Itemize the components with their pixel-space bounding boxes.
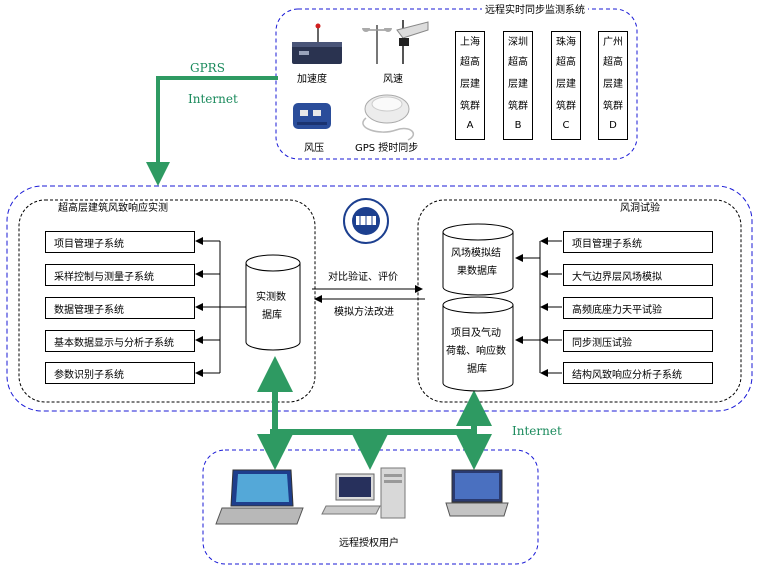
- wind-speed-label: 风速: [383, 74, 403, 85]
- building-line: 筑群: [603, 101, 623, 112]
- gps-antenna-icon: [362, 94, 414, 141]
- building-city: 上海: [460, 37, 480, 48]
- wind-subsystem-1: 项目管理子系统: [563, 231, 713, 253]
- gprs-link-arrow: [146, 76, 278, 186]
- building-line: 层建: [460, 79, 480, 90]
- building-line: 层建: [508, 79, 528, 90]
- wind-db-top-label-1: 风场模拟结: [451, 248, 501, 259]
- gps-label: GPS 授时同步: [355, 143, 419, 154]
- compare-top-label: 对比验证、评价: [328, 272, 398, 283]
- field-subsystem-5: 参数识别子系统: [45, 362, 195, 384]
- building-line: 超高: [460, 57, 480, 68]
- field-subsystem-2: 采样控制与测量子系统: [45, 264, 195, 286]
- wind-subsystem-5: 结构风致响应分析子系统: [563, 362, 713, 384]
- field-database-cylinder: [245, 254, 301, 351]
- wind-pressure-label: 风压: [304, 143, 324, 154]
- users-title: 远程授权用户: [339, 538, 399, 549]
- building-group-a: 上海 超高 层建 筑群 A: [455, 31, 485, 140]
- main-frame: [6, 185, 753, 412]
- gprs-label: GPRS: [190, 61, 225, 75]
- building-group-d: 广州 超高 层建 筑群 D: [598, 31, 628, 140]
- building-group-b: 深圳 超高 层建 筑群 B: [503, 31, 533, 140]
- building-code: C: [562, 120, 570, 131]
- internet-bottom-label: Internet: [512, 424, 562, 438]
- field-measurement-frame: [18, 199, 316, 403]
- wind-db-bottom-label-2: 荷载、响应数: [446, 346, 506, 357]
- building-line: 层建: [556, 79, 576, 90]
- university-logo-icon: [343, 198, 389, 244]
- accelerometer-icon: [292, 23, 342, 64]
- wind-tunnel-frame: [417, 199, 742, 403]
- field-database-label-2: 据库: [262, 310, 282, 321]
- building-city: 广州: [603, 37, 623, 48]
- internet-top-label: Internet: [188, 92, 238, 106]
- field-subsystem-1: 项目管理子系统: [45, 231, 195, 253]
- building-city: 珠海: [556, 37, 576, 48]
- users-frame: [202, 449, 539, 565]
- accel-label: 加速度: [297, 74, 327, 85]
- desktop-computer-icon: [321, 467, 406, 519]
- building-line: 超高: [603, 57, 623, 68]
- building-line: 筑群: [460, 101, 480, 112]
- field-subsystem-4: 基本数据显示与分析子系统: [45, 330, 195, 352]
- building-line: 层建: [603, 79, 623, 90]
- building-line: 超高: [508, 57, 528, 68]
- wind-db-bottom-label-3: 据库: [467, 364, 487, 375]
- building-line: 超高: [556, 57, 576, 68]
- building-group-c: 珠海 超高 层建 筑群 C: [551, 31, 581, 140]
- pressure-sensor-icon: [293, 103, 331, 129]
- field-measurement-title: 超高层建筑风致响应实测: [58, 203, 168, 214]
- building-code: D: [609, 120, 617, 131]
- field-database-label-1: 实测数: [256, 292, 286, 303]
- building-city: 深圳: [508, 37, 528, 48]
- wind-db-top-cylinder: [442, 223, 514, 296]
- building-code: B: [514, 120, 522, 131]
- field-subsystem-3: 数据管理子系统: [45, 297, 195, 319]
- building-line: 筑群: [556, 101, 576, 112]
- laptop-icon-2: [445, 469, 509, 517]
- remote-monitoring-frame: [275, 8, 638, 160]
- anemometer-icon: [362, 20, 429, 64]
- wind-subsystem-2: 大气边界层风场模拟: [563, 264, 713, 286]
- wind-subsystem-4: 同步测压试验: [563, 330, 713, 352]
- compare-bottom-label: 模拟方法改进: [334, 307, 394, 318]
- laptop-icon-1: [215, 469, 304, 525]
- remote-monitoring-title: 远程实时同步监测系统: [482, 5, 588, 17]
- building-line: 筑群: [508, 101, 528, 112]
- wind-subsystem-3: 高频底座力天平试验: [563, 297, 713, 319]
- building-code: A: [466, 120, 474, 131]
- wind-db-bottom-cylinder: [442, 296, 514, 392]
- wind-db-top-label-2: 果数据库: [457, 266, 497, 277]
- wind-db-bottom-label-1: 项目及气动: [451, 328, 501, 339]
- wind-tunnel-title: 风洞试验: [620, 203, 660, 214]
